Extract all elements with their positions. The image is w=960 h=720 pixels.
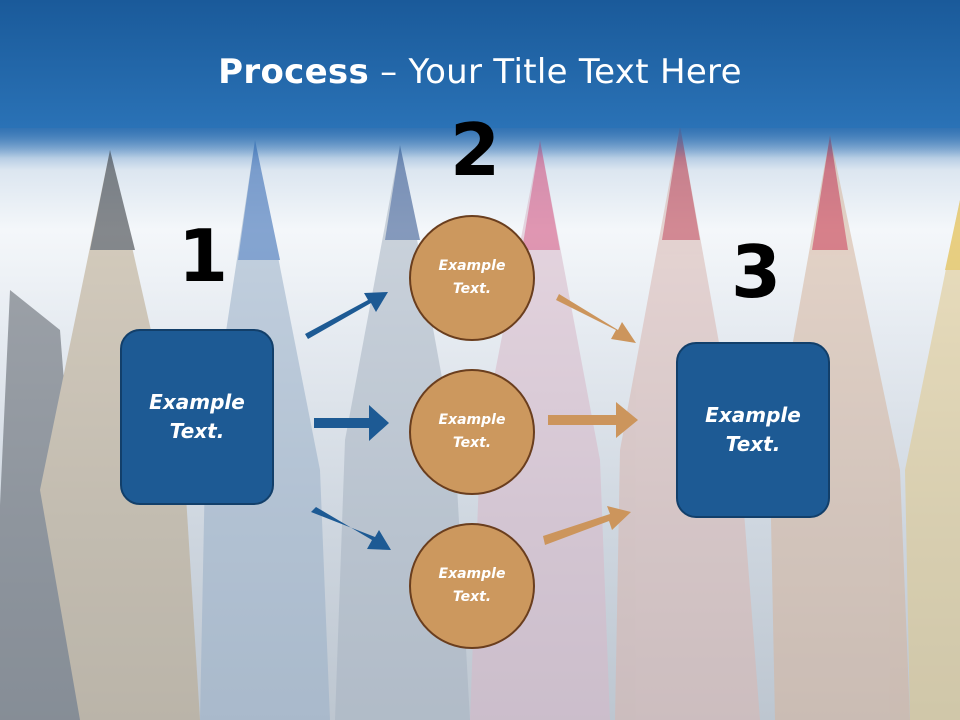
circle-top: Example Text.: [409, 215, 535, 341]
step-number-3: 3: [731, 230, 782, 314]
tan-arrow-right-icon: [548, 402, 638, 438]
blue-arrow-down-icon: [311, 507, 391, 550]
tan-arrow-down-icon: [556, 294, 636, 343]
step-number-2: 2: [450, 108, 501, 192]
circle-top-label: Example Text.: [438, 258, 506, 297]
left-box-label: Example Text.: [149, 390, 245, 443]
blue-arrow-up-icon: [305, 292, 388, 339]
circle-bottom: Example Text.: [409, 523, 535, 649]
circle-middle: Example Text.: [409, 369, 535, 495]
right-box-label: Example Text.: [705, 403, 801, 456]
title-bar: Process – Your Title Text Here: [0, 0, 960, 158]
circle-middle-label: Example Text.: [438, 412, 506, 451]
tan-arrow-up-icon: [543, 506, 631, 545]
circle-bottom-label: Example Text.: [438, 566, 506, 605]
left-process-box: Example Text.: [120, 329, 274, 505]
title-bold: Process: [218, 52, 370, 92]
blue-arrow-right-icon: [314, 405, 389, 441]
page-title: Process – Your Title Text Here: [0, 52, 960, 92]
step-number-1: 1: [178, 214, 229, 298]
title-rest: – Your Title Text Here: [369, 52, 742, 92]
right-process-box: Example Text.: [676, 342, 830, 518]
